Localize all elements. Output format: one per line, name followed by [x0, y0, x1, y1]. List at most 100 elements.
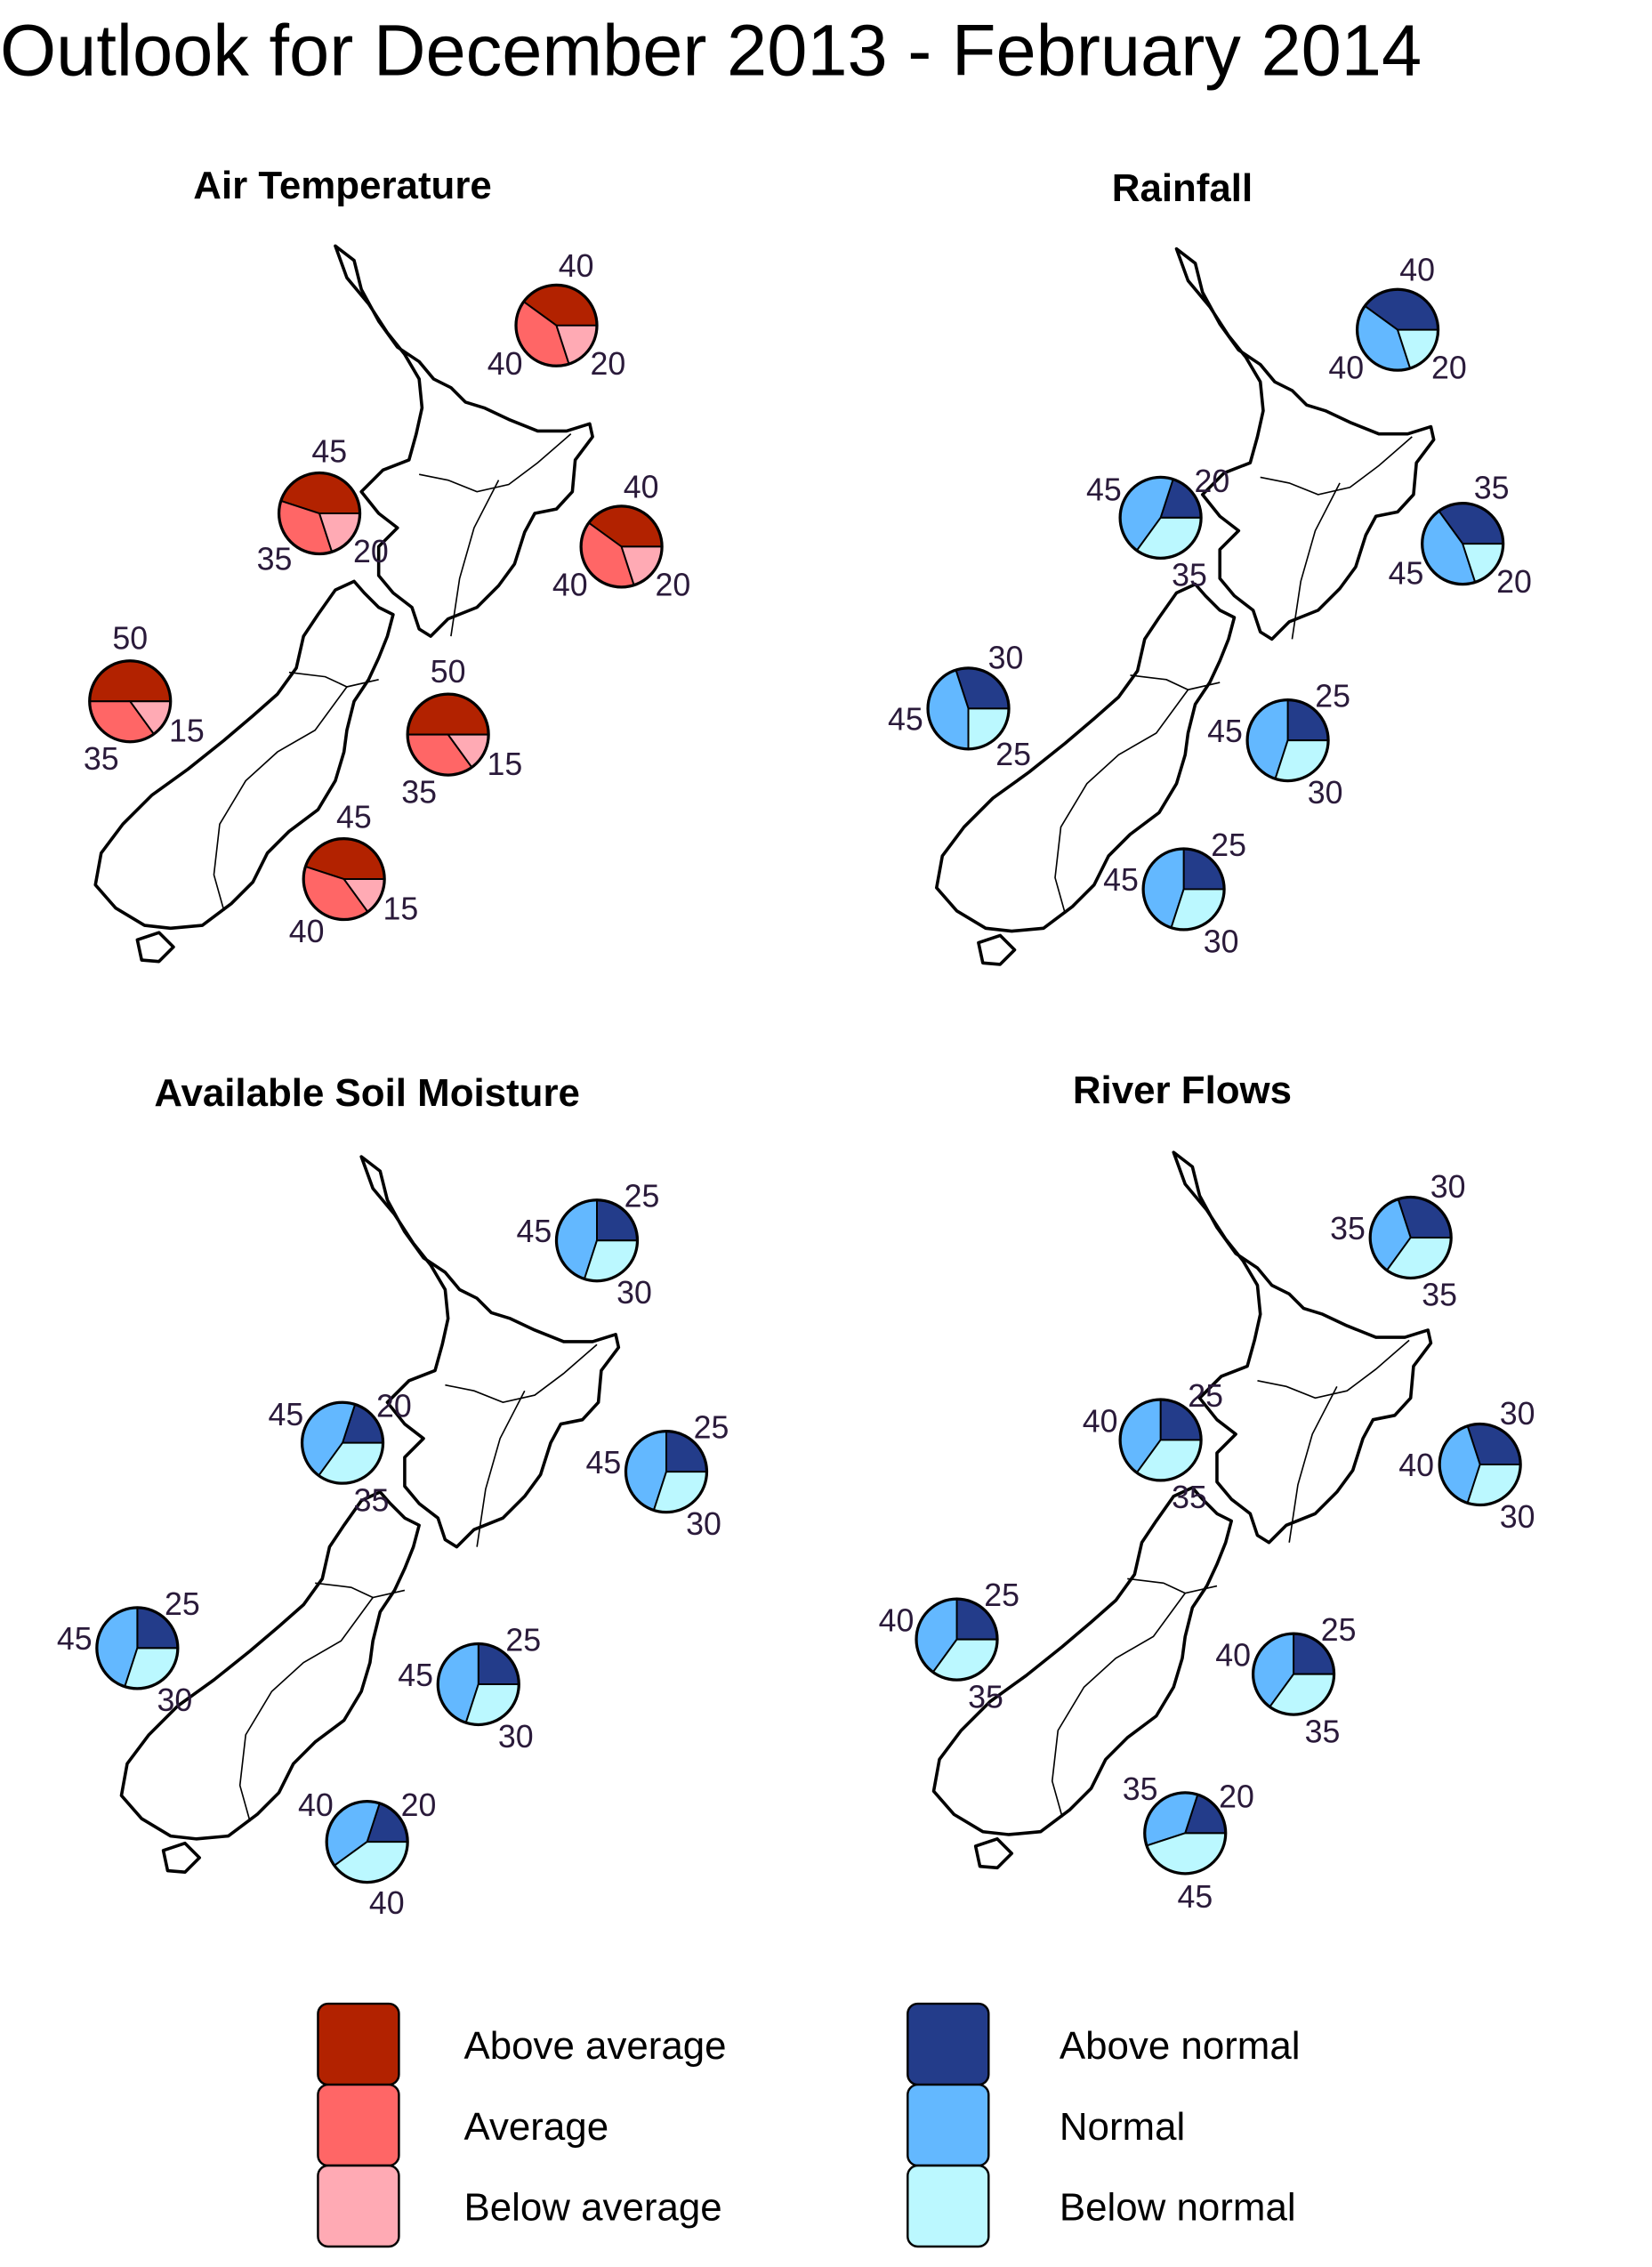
pie-outline — [514, 283, 599, 367]
pie-outline — [1118, 475, 1203, 561]
pie-label-middle: 40 — [289, 914, 325, 949]
pie-label-above: 25 — [1211, 827, 1246, 863]
pie-outline — [1245, 698, 1330, 783]
pie-label-middle: 45 — [517, 1214, 552, 1249]
pie-label-middle: 45 — [1086, 472, 1122, 507]
legend-label-below-normal: Below normal — [1060, 2186, 1296, 2230]
legend-label-average: Average — [464, 2105, 609, 2149]
pie-label-below: 40 — [369, 1885, 405, 1921]
pie-chart: 40 40 20 — [1328, 253, 1466, 386]
pie-label-above: 40 — [624, 469, 659, 504]
pie-label-middle: 35 — [1330, 1211, 1366, 1246]
pie-label-above: 50 — [431, 654, 466, 690]
panel-title-river-flows: River Flows — [1073, 1069, 1292, 1112]
legend-swatch-above-average — [317, 2002, 400, 2086]
pie-label-middle: 35 — [257, 542, 293, 577]
pie-label-below: 15 — [169, 714, 205, 749]
panel-title-air-temperature: Air Temperature — [193, 164, 492, 207]
pie-outline — [302, 836, 386, 922]
pie-label-above: 30 — [1430, 1169, 1466, 1205]
pie-outline — [579, 504, 664, 589]
pie-label-below: 35 — [968, 1679, 1003, 1714]
pie-label-middle: 35 — [84, 741, 119, 777]
pie-label-below: 30 — [1204, 924, 1239, 959]
legend-swatch-below-average — [317, 2164, 400, 2248]
pie-label-below: 20 — [353, 534, 389, 569]
pie-label-below: 25 — [995, 737, 1031, 772]
pie-label-below: 20 — [656, 567, 691, 602]
pie-label-middle: 40 — [1215, 1638, 1251, 1674]
pie-label-above: 20 — [376, 1389, 412, 1424]
pie-outline — [1251, 1632, 1336, 1716]
pie-label-above: 40 — [1399, 253, 1435, 288]
pie-label-middle: 35 — [1123, 1771, 1158, 1807]
pie-label-below: 20 — [1431, 351, 1467, 386]
pie-label-middle: 45 — [888, 702, 923, 738]
pie-outline — [915, 1597, 999, 1682]
pie-label-below: 30 — [157, 1682, 192, 1718]
pie-outline — [1368, 1195, 1453, 1280]
pie-label-below: 20 — [1496, 564, 1532, 600]
pie-label-middle: 40 — [1328, 351, 1364, 386]
pie-label-below: 15 — [383, 891, 418, 927]
pie-chart: 30 35 35 — [1330, 1169, 1465, 1313]
pie-label-below: 30 — [686, 1506, 721, 1542]
pie-label-above: 25 — [694, 1410, 729, 1446]
legend-swatch-normal — [907, 2083, 990, 2167]
pie-label-below: 35 — [1422, 1278, 1457, 1313]
pie-label-above: 40 — [559, 248, 594, 284]
pie-label-below: 20 — [590, 346, 625, 382]
legend-swatch-below-normal — [907, 2164, 990, 2248]
pie-label-above: 30 — [988, 641, 1024, 676]
pie-label-middle: 35 — [401, 774, 437, 810]
pie-chart: 25 45 30 — [398, 1622, 541, 1754]
pie-label-below: 35 — [1172, 558, 1207, 593]
pie-label-below: 35 — [354, 1482, 390, 1518]
pie-label-above: 25 — [1315, 679, 1350, 714]
pie-label-below: 30 — [1308, 775, 1343, 811]
panel-title-rainfall: Rainfall — [1112, 166, 1253, 210]
pie-label-above: 25 — [625, 1179, 660, 1214]
pie-label-above: 25 — [505, 1622, 541, 1658]
legend-label-above-average: Above average — [464, 2024, 727, 2068]
pie-label-above: 25 — [984, 1577, 1019, 1613]
pie-label-middle: 40 — [488, 346, 523, 382]
pie-label-above: 45 — [311, 433, 347, 469]
legend-swatch-above-normal — [907, 2002, 990, 2086]
pie-outline — [95, 1606, 180, 1690]
legend-label-normal: Normal — [1060, 2105, 1185, 2149]
pie-label-middle: 45 — [585, 1445, 621, 1480]
pie-label-middle: 45 — [398, 1658, 433, 1693]
pie-label-middle: 40 — [1083, 1403, 1118, 1439]
pie-outline — [88, 659, 173, 744]
pie-outline — [300, 1400, 385, 1485]
legend-label-above-normal: Above normal — [1060, 2024, 1301, 2068]
pie-label-below: 45 — [1178, 1879, 1213, 1915]
pie-label-above: 35 — [1474, 470, 1510, 505]
pie-label-above: 45 — [336, 799, 372, 835]
pie-label-below: 30 — [498, 1719, 534, 1755]
pie-slice-above — [88, 659, 172, 703]
pie-outline — [554, 1198, 640, 1283]
pie-label-below: 35 — [1305, 1714, 1341, 1749]
legend-label-below-average: Below average — [464, 2186, 722, 2230]
pie-outline — [624, 1430, 709, 1514]
figure-title: Outlook for December 2013 - February 201… — [0, 11, 1422, 92]
pie-outline — [406, 692, 490, 777]
pie-label-middle: 45 — [1207, 714, 1243, 749]
panel-title-soil-moisture: Available Soil Moisture — [154, 1071, 580, 1115]
pie-chart: 30 45 25 — [888, 641, 1031, 772]
pie-label-above: 25 — [1188, 1378, 1223, 1414]
pie-outline — [277, 471, 362, 556]
